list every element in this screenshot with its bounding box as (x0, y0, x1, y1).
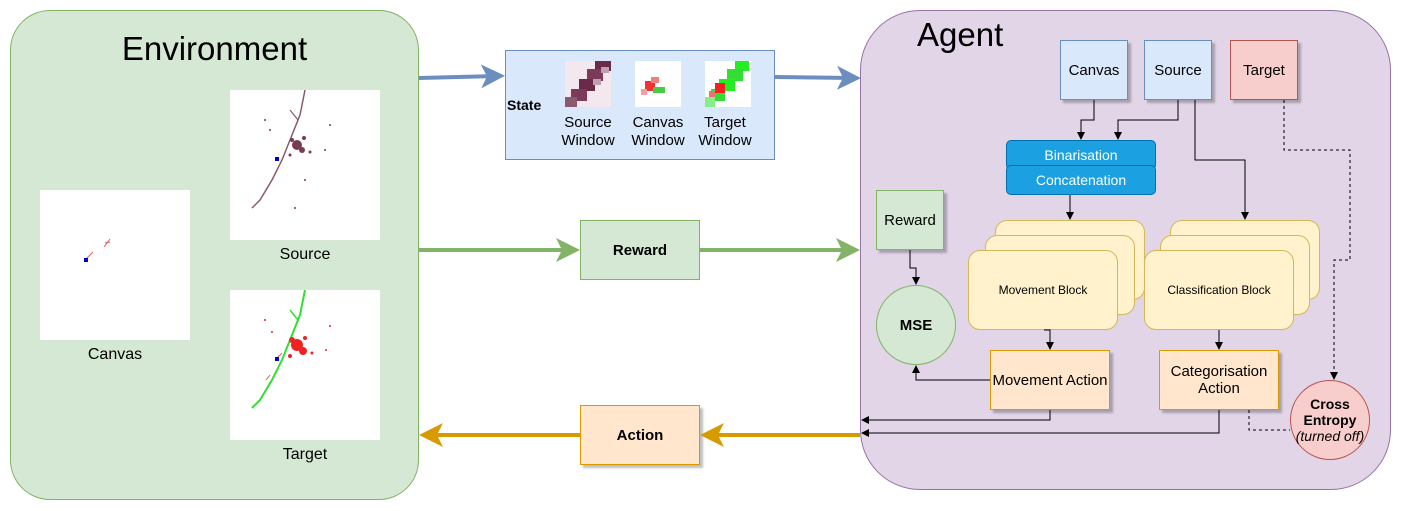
canvas-strokes-icon (84, 238, 111, 262)
environment-title: Environment (121, 30, 308, 67)
state-arrow-in (418, 64, 505, 89)
canvas-window-image (635, 61, 681, 107)
agent-source-input: Source (1144, 40, 1212, 100)
categorisation-action-box: Categorisation Action (1159, 350, 1279, 410)
target-window-pixels-icon (705, 61, 751, 107)
target-window-image (705, 61, 751, 107)
source-image (230, 89, 380, 240)
movement-action-box: Movement Action (990, 350, 1110, 410)
canvas-image (40, 190, 190, 340)
movement-block: Movement Block (968, 250, 1118, 330)
source-caption: Source (279, 246, 331, 263)
action-box: Action (580, 405, 700, 465)
canvas-caption: Canvas (87, 346, 143, 363)
target-window-caption: Target Window (698, 114, 752, 149)
target-image (230, 289, 380, 440)
cross-entropy-label: Cross Entropy (1303, 396, 1357, 428)
target-strokes-icon (251, 289, 331, 409)
source-window-image (565, 61, 611, 107)
mse-node: MSE (876, 285, 956, 365)
state-label: State (507, 97, 542, 113)
cross-entropy-note: (turned off) (1295, 428, 1365, 444)
reward-box: Reward (580, 220, 700, 280)
cross-entropy-node: Cross Entropy (turned off) (1290, 380, 1370, 460)
agent-title: Agent (917, 16, 1004, 53)
classification-block: Classification Block (1144, 250, 1294, 330)
source-strokes-icon (251, 89, 331, 209)
state-arrow-out (774, 65, 861, 90)
source-window-pixels-icon (565, 61, 611, 107)
agent-target-input: Target (1230, 40, 1298, 100)
agent-reward-box: Reward (876, 190, 944, 250)
target-caption: Target (282, 446, 328, 463)
agent-canvas-input: Canvas (1060, 40, 1128, 100)
concatenation-step: Concatenation (1006, 165, 1156, 195)
canvas-window-caption: Canvas Window (631, 114, 685, 149)
source-window-caption: Source Window (561, 114, 615, 149)
canvas-window-pixels-icon (635, 61, 681, 107)
